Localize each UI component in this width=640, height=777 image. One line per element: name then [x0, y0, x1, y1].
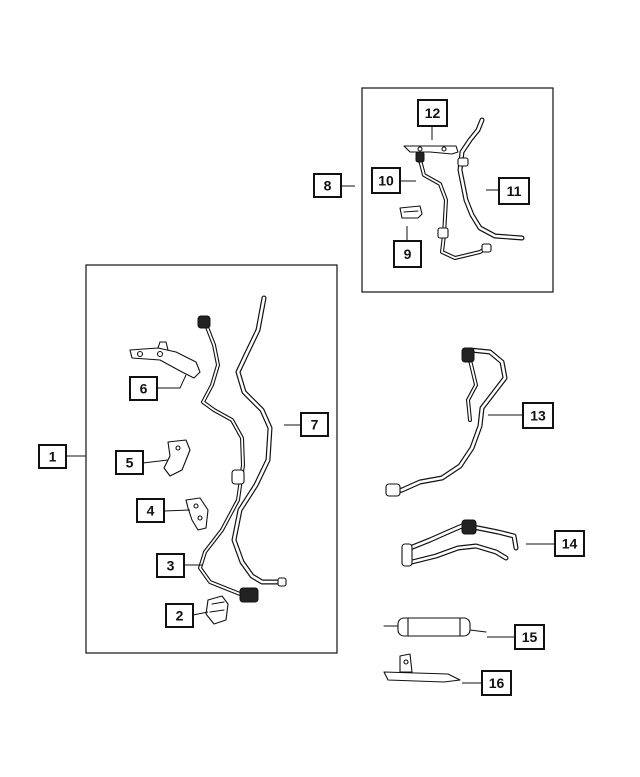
callout-13-label: 13: [530, 408, 546, 424]
callout-2-label: 2: [176, 608, 184, 624]
callout-10-label: 10: [378, 173, 394, 189]
assembly-8-frame: [361, 87, 554, 293]
part-3-line-drawing: [197, 315, 252, 600]
callout-3-label: 3: [167, 558, 175, 574]
callout-6-label: 6: [140, 381, 148, 397]
callout-7[interactable]: 7: [300, 412, 329, 437]
leader-2: [192, 611, 209, 616]
callout-5[interactable]: 5: [115, 450, 144, 475]
callout-4-label: 4: [147, 503, 155, 519]
callout-15[interactable]: 15: [514, 624, 545, 650]
part-12-bracket-drawing: [403, 145, 459, 155]
callout-16-label: 16: [489, 675, 505, 691]
callout-11-label: 11: [507, 183, 522, 199]
callout-7-label: 7: [311, 417, 319, 433]
callout-9[interactable]: 9: [393, 240, 422, 268]
part-16-bracket-drawing: [383, 653, 461, 683]
callout-12-label: 12: [425, 105, 441, 121]
callout-15-label: 15: [522, 629, 538, 645]
callout-11[interactable]: 11: [498, 177, 530, 205]
part-11-tube-drawing: [457, 117, 525, 241]
leader-6: [157, 374, 187, 389]
assembly-1-frame: [85, 264, 338, 654]
callout-8[interactable]: 8: [313, 173, 342, 198]
callout-16[interactable]: 16: [481, 670, 512, 696]
callout-3[interactable]: 3: [156, 553, 185, 578]
callout-1[interactable]: 1: [38, 444, 67, 469]
callout-9-label: 9: [404, 246, 412, 262]
part-9-clip-drawing: [399, 205, 423, 219]
callout-5-label: 5: [126, 455, 134, 471]
callout-1-label: 1: [49, 449, 57, 465]
part-4-bracket-drawing: [185, 497, 209, 531]
part-10-line-drawing: [415, 151, 492, 260]
callout-14-label: 14: [562, 536, 578, 552]
callout-12[interactable]: 12: [417, 99, 448, 127]
leader-4: [163, 509, 191, 512]
callout-2[interactable]: 2: [165, 603, 194, 628]
callout-14[interactable]: 14: [554, 530, 585, 557]
part-13-tube-drawing: [385, 347, 508, 497]
callout-4[interactable]: 4: [136, 498, 165, 523]
part-7-tube-drawing: [231, 295, 287, 587]
callout-10[interactable]: 10: [371, 167, 401, 194]
callout-8-label: 8: [324, 178, 332, 194]
part-15-filter-drawing: [383, 617, 487, 637]
leader-5: [142, 459, 169, 464]
part-14-tube-drawing: [401, 519, 519, 567]
callout-6[interactable]: 6: [129, 376, 158, 401]
callout-13[interactable]: 13: [522, 402, 554, 429]
part-6-bracket-drawing: [129, 341, 201, 379]
part-2-fitting-drawing: [205, 587, 259, 625]
part-5-bracket-drawing: [163, 439, 191, 477]
